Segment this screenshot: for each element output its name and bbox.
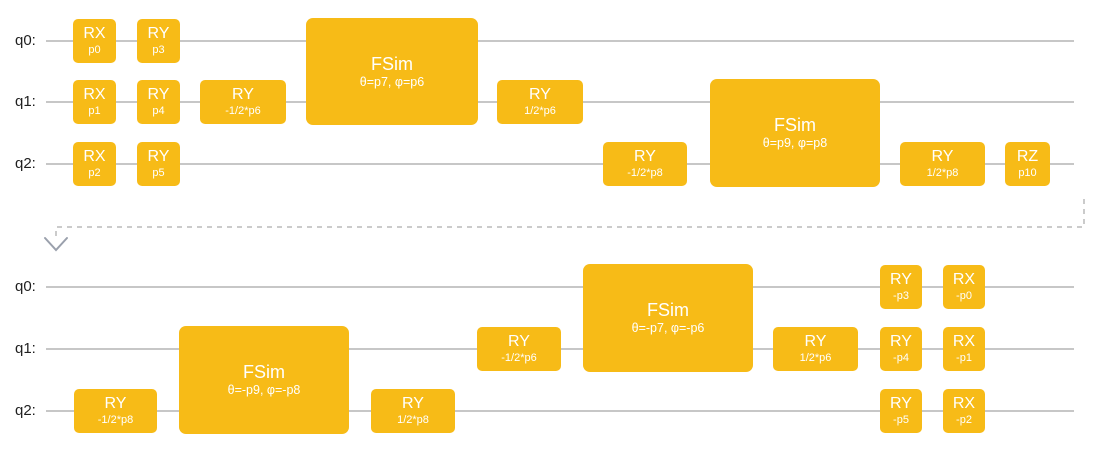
- gate-param-label: 1/2*p8: [397, 413, 429, 426]
- gate-name-label: RY: [147, 148, 170, 166]
- qubit-label-segment-2-q2: q2:: [15, 402, 36, 420]
- gate-rx-segment-2-11: RX-p2: [943, 389, 985, 433]
- qubit-wire-segment-1-q0: [46, 40, 1074, 42]
- gate-name-label: RY: [147, 86, 170, 104]
- gate-name-label: RX: [952, 395, 976, 413]
- gate-name-label: RY: [508, 333, 530, 351]
- gate-param-label: p4: [152, 104, 165, 117]
- gate-param-label: θ=p9, φ=p8: [762, 136, 828, 151]
- gate-param-label: θ=p7, φ=p6: [359, 74, 425, 89]
- gate-name-label: RX: [83, 25, 106, 43]
- gate-param-label: p2: [88, 166, 101, 179]
- gate-name-label: RX: [83, 148, 106, 166]
- gate-name-label: RY: [890, 395, 912, 413]
- qubit-wire-segment-1-q2: [46, 163, 1074, 165]
- gate-name-label: RY: [104, 395, 127, 413]
- gate-param-label: -p5: [893, 413, 909, 426]
- gate-param-label: 1/2*p6: [524, 104, 556, 117]
- qubit-label-segment-1-q0: q0:: [15, 32, 36, 50]
- gate-param-label: 1/2*p6: [799, 351, 832, 364]
- gate-param-label: -p0: [956, 289, 972, 302]
- gate-param-label: 1/2*p8: [926, 166, 959, 179]
- gate-name-label: RY: [147, 25, 170, 43]
- gate-param-label: p1: [88, 104, 101, 117]
- gate-name-label: RY: [890, 271, 912, 289]
- gate-name-label: FSim: [774, 115, 816, 136]
- gate-param-label: -p4: [893, 351, 909, 364]
- gate-ry-segment-2-7: RY-p4: [880, 327, 922, 371]
- gate-name-label: RY: [634, 148, 656, 166]
- gate-name-label: FSim: [371, 53, 413, 74]
- gate-name-label: RX: [952, 271, 976, 289]
- qubit-label-segment-1-q2: q2:: [15, 155, 36, 173]
- gate-param-label: -p1: [956, 351, 972, 364]
- qubit-wire-segment-2-q2: [46, 410, 1074, 412]
- gate-ry-segment-1-9: RY-1/2*p8: [603, 142, 687, 186]
- gate-rx-segment-2-10: RX-p1: [943, 327, 985, 371]
- gate-param-label: -1/2*p6: [225, 104, 261, 117]
- gate-name-label: RZ: [1016, 148, 1039, 166]
- gate-name-label: RY: [890, 333, 912, 351]
- gate-name-label: RX: [952, 333, 976, 351]
- gate-param-label: p3: [152, 43, 165, 56]
- gate-name-label: FSim: [243, 362, 285, 383]
- gate-name-label: RX: [83, 86, 106, 104]
- gate-param-label: -p2: [956, 413, 972, 426]
- qubit-wire-segment-2-q0: [46, 286, 1074, 288]
- gate-ry-segment-2-8: RY-p5: [880, 389, 922, 433]
- gate-name-label: RY: [402, 395, 424, 413]
- gate-param-label: θ=-p7, φ=-p6: [631, 321, 705, 336]
- gate-param-label: p10: [1018, 166, 1037, 179]
- gate-param-label: -1/2*p8: [627, 166, 663, 179]
- gate-name-label: RY: [931, 148, 954, 166]
- gate-name-label: FSim: [647, 300, 689, 321]
- wrap-arrow-down-icon: [44, 237, 68, 252]
- qubit-label-segment-1-q1: q1:: [15, 93, 36, 111]
- gate-rx-segment-2-9: RX-p0: [943, 265, 985, 309]
- gate-param-label: θ=-p9, φ=-p8: [227, 383, 301, 398]
- gate-ry-segment-1-6: RY-1/2*p6: [200, 80, 286, 124]
- wrap-connector-dashed-line: [55, 199, 1085, 241]
- gate-param-label: -1/2*p6: [501, 351, 537, 364]
- gate-ry-segment-2-3: RY-1/2*p6: [477, 327, 561, 371]
- qubit-label-segment-2-q0: q0:: [15, 278, 36, 296]
- gate-name-label: RY: [804, 333, 827, 351]
- gate-name-label: RY: [529, 86, 551, 104]
- gate-ry-segment-2-6: RY-p3: [880, 265, 922, 309]
- gate-name-label: RY: [232, 86, 254, 104]
- gate-param-label: p5: [152, 166, 165, 179]
- gate-param-label: -p3: [893, 289, 909, 302]
- gate-ry-segment-2-0: RY-1/2*p8: [74, 389, 157, 433]
- gate-param-label: -1/2*p8: [97, 413, 134, 426]
- qubit-label-segment-2-q1: q1:: [15, 340, 36, 358]
- gate-param-label: p0: [88, 43, 101, 56]
